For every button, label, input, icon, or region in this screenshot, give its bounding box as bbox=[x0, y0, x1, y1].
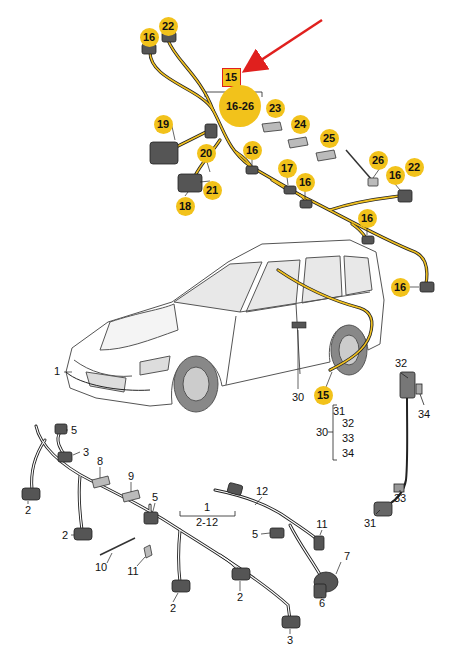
callout-number: 1 bbox=[204, 502, 210, 513]
callout-number: 7 bbox=[344, 551, 350, 562]
callout-circle: 21 bbox=[203, 181, 222, 200]
callout-number: 33 bbox=[342, 433, 354, 444]
callout-circle: 23 bbox=[266, 99, 285, 118]
callout-circle: 16 bbox=[358, 209, 377, 228]
callout-number: 16 bbox=[389, 170, 401, 181]
callout-circle: 26 bbox=[369, 151, 388, 170]
callout-circle: 22 bbox=[405, 158, 424, 177]
callout-circle: 24 bbox=[291, 115, 310, 134]
callout-circle: 19 bbox=[154, 115, 173, 134]
callout-number: 5 bbox=[252, 529, 258, 540]
callout-number: 5 bbox=[152, 492, 158, 503]
callout-number: 12 bbox=[256, 486, 268, 497]
callout-number: 31 bbox=[364, 518, 376, 529]
callout-circle: 18 bbox=[176, 197, 195, 216]
callout-number: 26 bbox=[372, 155, 384, 166]
callout-number: 2-12 bbox=[196, 517, 218, 528]
callout-number: 22 bbox=[408, 162, 420, 173]
callout-number: 15 bbox=[225, 72, 237, 83]
callout-number: 30 bbox=[316, 427, 328, 438]
callout-number: 16 bbox=[299, 177, 311, 188]
callout-number: 1 bbox=[54, 366, 60, 377]
callout-number: 34 bbox=[418, 409, 430, 420]
callout-number: 10 bbox=[95, 562, 107, 573]
callout-circle: 16 bbox=[140, 28, 159, 47]
callout-number: 5 bbox=[71, 425, 77, 436]
callout-number: 16 bbox=[361, 213, 373, 224]
callout-number: 32 bbox=[342, 418, 354, 429]
callout-number: 25 bbox=[323, 133, 335, 144]
callout-circle: 16-26 bbox=[219, 85, 261, 127]
callout-number: 16-26 bbox=[226, 101, 254, 112]
callout-number: 24 bbox=[294, 119, 306, 130]
callout-number: 34 bbox=[342, 448, 354, 459]
callout-number: 23 bbox=[269, 103, 281, 114]
callout-number: 33 bbox=[394, 493, 406, 504]
callout-number: 15 bbox=[317, 390, 329, 401]
callout-number: 18 bbox=[179, 201, 191, 212]
callout-circle: 16 bbox=[296, 173, 315, 192]
callout-number: 2 bbox=[170, 603, 176, 614]
callout-number: 3 bbox=[83, 447, 89, 458]
callout-circle: 20 bbox=[197, 144, 216, 163]
callout-number: 31 bbox=[333, 406, 345, 417]
callout-number: 11 bbox=[127, 566, 138, 577]
callout-number: 2 bbox=[237, 592, 243, 603]
callout-number: 2 bbox=[62, 530, 68, 541]
callout-number: 6 bbox=[319, 598, 325, 609]
callout-number: 16 bbox=[246, 145, 258, 156]
callout-circle: 16 bbox=[391, 278, 410, 297]
callout-number: 3 bbox=[287, 635, 293, 646]
callout-number: 32 bbox=[395, 358, 407, 369]
callout-number: 8 bbox=[97, 456, 103, 467]
callout-number: 9 bbox=[128, 471, 134, 482]
callout-circle: 25 bbox=[320, 129, 339, 148]
callout-number: 16 bbox=[143, 32, 155, 43]
callout-circle: 16 bbox=[243, 141, 262, 160]
callout-circle: 15 bbox=[314, 386, 333, 405]
callout-circle: 22 bbox=[159, 17, 178, 36]
callout-circle: 17 bbox=[278, 159, 297, 178]
callout-circle: 15 bbox=[222, 68, 241, 87]
callout-circle: 16 bbox=[386, 166, 405, 185]
callout-number: 22 bbox=[162, 21, 174, 32]
callout-number: 19 bbox=[157, 119, 169, 130]
callout-number: 16 bbox=[394, 282, 406, 293]
callout-number: 21 bbox=[206, 185, 218, 196]
callout-number: 20 bbox=[200, 148, 212, 159]
callout-number: 2 bbox=[25, 505, 31, 516]
callout-number: 30 bbox=[292, 392, 304, 403]
callout-number: 11 bbox=[316, 519, 327, 530]
callout-number: 17 bbox=[281, 163, 293, 174]
